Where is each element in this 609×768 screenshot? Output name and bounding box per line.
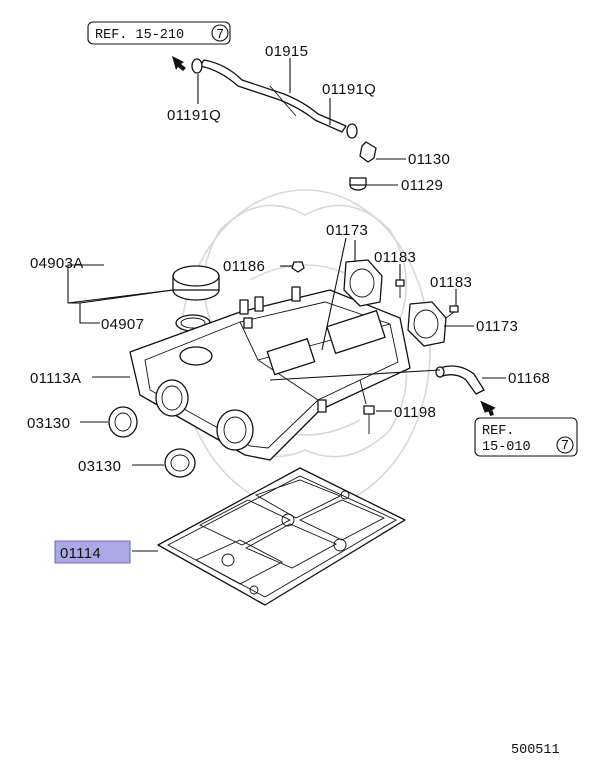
seal-03130-a	[108, 406, 138, 438]
bolt-01183-a	[395, 279, 405, 298]
part-label-01173-right[interactable]: 01173	[476, 318, 518, 335]
bolt-01183-b	[445, 305, 459, 319]
arrow-icon	[172, 56, 186, 71]
part-label-01168[interactable]: 01168	[508, 370, 550, 387]
part-label-01129[interactable]: 01129	[401, 177, 443, 194]
part-label-01113a[interactable]: 01113A	[30, 370, 81, 387]
part-label-01915[interactable]: 01915	[265, 43, 308, 60]
highlight-box	[54, 540, 131, 564]
nut-01186	[291, 261, 305, 273]
seal-plate-01173-right	[407, 301, 447, 347]
oil-cap-04903a	[172, 265, 220, 301]
gasket-01114	[157, 467, 406, 606]
reference-box-right[interactable]: REF. 15-010 7	[474, 417, 578, 457]
part-label-04903a[interactable]: 04903A	[30, 255, 84, 272]
part-label-03130-b[interactable]: 03130	[78, 458, 121, 475]
reference-box-top[interactable]: REF. 15-210 7	[87, 21, 231, 45]
reference-text-top: REF. 15-210	[95, 28, 184, 43]
hose-01915	[191, 58, 358, 139]
part-label-01173-top[interactable]: 01173	[326, 222, 368, 239]
seal-03130-b	[164, 448, 196, 478]
part-label-03130-a[interactable]: 03130	[27, 415, 70, 432]
rocker-cover-01113a	[129, 286, 411, 461]
seal-plate-01173-top	[343, 259, 383, 307]
arrow-icon	[480, 400, 496, 417]
reference-text-right-line2: 15-010	[482, 440, 531, 455]
reference-text-right-line1: REF.	[482, 424, 514, 439]
part-label-01183-b[interactable]: 01183	[430, 274, 472, 291]
part-label-01183-a[interactable]: 01183	[374, 249, 416, 266]
elbow-01130	[359, 141, 377, 163]
bolt-01198	[363, 405, 375, 434]
reference-circled-right: 7	[561, 439, 569, 454]
part-label-01191q-left[interactable]: 01191Q	[167, 107, 221, 124]
part-label-01130[interactable]: 01130	[408, 151, 450, 168]
hose-01168	[435, 365, 485, 395]
grommet-01129	[349, 177, 367, 191]
part-label-01186[interactable]: 01186	[223, 258, 265, 275]
reference-circled-top: 7	[216, 28, 224, 43]
part-label-01198[interactable]: 01198	[394, 404, 436, 421]
part-label-04907[interactable]: 04907	[101, 316, 144, 333]
footer-code: 500511	[511, 743, 560, 758]
part-label-01191q-right[interactable]: 01191Q	[322, 81, 376, 98]
part-label-01114[interactable]: 01114	[60, 545, 101, 562]
